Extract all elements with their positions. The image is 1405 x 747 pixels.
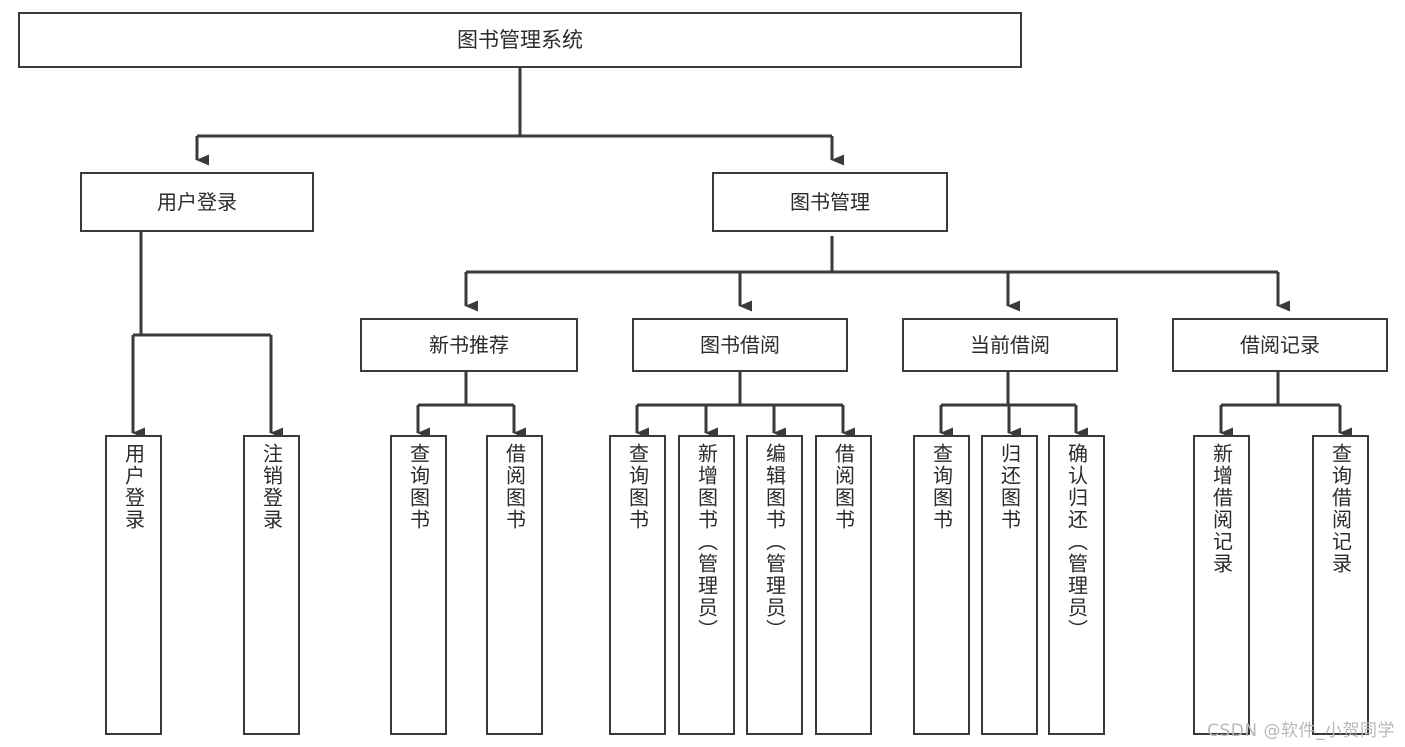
node-current-borrow[interactable]: 当前借阅: [902, 318, 1118, 372]
node-label: 查询图书: [929, 443, 954, 531]
node-label: 查询图书: [625, 443, 650, 531]
node-label: 新增图书（管理员）: [694, 443, 719, 641]
leaf-borrow-books-recommend[interactable]: 借阅图书: [486, 435, 543, 735]
node-label: 图书借阅: [700, 332, 780, 357]
node-label: 新增借阅记录: [1209, 443, 1234, 575]
leaf-add-borrow-record[interactable]: 新增借阅记录: [1193, 435, 1250, 735]
leaf-query-borrow-record[interactable]: 查询借阅记录: [1312, 435, 1369, 735]
leaf-borrow-books-borrow[interactable]: 借阅图书: [815, 435, 872, 735]
leaf-user-login[interactable]: 用户登录: [105, 435, 162, 735]
node-label: 查询借阅记录: [1328, 443, 1353, 575]
node-book-management[interactable]: 图书管理: [712, 172, 948, 232]
node-label: 借阅图书: [831, 443, 856, 531]
leaf-logout[interactable]: 注销登录: [243, 435, 300, 735]
leaf-add-book-admin[interactable]: 新增图书（管理员）: [678, 435, 735, 735]
leaf-query-books-recommend[interactable]: 查询图书: [390, 435, 447, 735]
node-label: 借阅图书: [502, 443, 527, 531]
node-label: 用户登录: [121, 443, 146, 531]
node-book-borrow[interactable]: 图书借阅: [632, 318, 848, 372]
leaf-query-books-current[interactable]: 查询图书: [913, 435, 970, 735]
node-root-system[interactable]: 图书管理系统: [18, 12, 1022, 68]
leaf-query-books-borrow[interactable]: 查询图书: [609, 435, 666, 735]
node-borrow-records[interactable]: 借阅记录: [1172, 318, 1388, 372]
leaf-edit-book-admin[interactable]: 编辑图书（管理员）: [746, 435, 803, 735]
node-label: 图书管理系统: [457, 27, 583, 52]
node-label: 确认归还（管理员）: [1064, 443, 1089, 641]
node-label: 注销登录: [259, 443, 284, 531]
node-label: 查询图书: [406, 443, 431, 531]
watermark-text: CSDN @软件_小贺同学: [1207, 721, 1395, 741]
node-label: 编辑图书（管理员）: [762, 443, 787, 641]
node-label: 新书推荐: [429, 332, 509, 357]
leaf-confirm-return-admin[interactable]: 确认归还（管理员）: [1048, 435, 1105, 735]
node-label: 借阅记录: [1240, 332, 1320, 357]
node-label: 归还图书: [997, 443, 1022, 531]
node-label: 当前借阅: [970, 332, 1050, 357]
node-label: 图书管理: [790, 189, 870, 214]
node-user-login[interactable]: 用户登录: [80, 172, 314, 232]
node-new-book-recommend[interactable]: 新书推荐: [360, 318, 578, 372]
node-label: 用户登录: [157, 189, 237, 214]
leaf-return-book[interactable]: 归还图书: [981, 435, 1038, 735]
